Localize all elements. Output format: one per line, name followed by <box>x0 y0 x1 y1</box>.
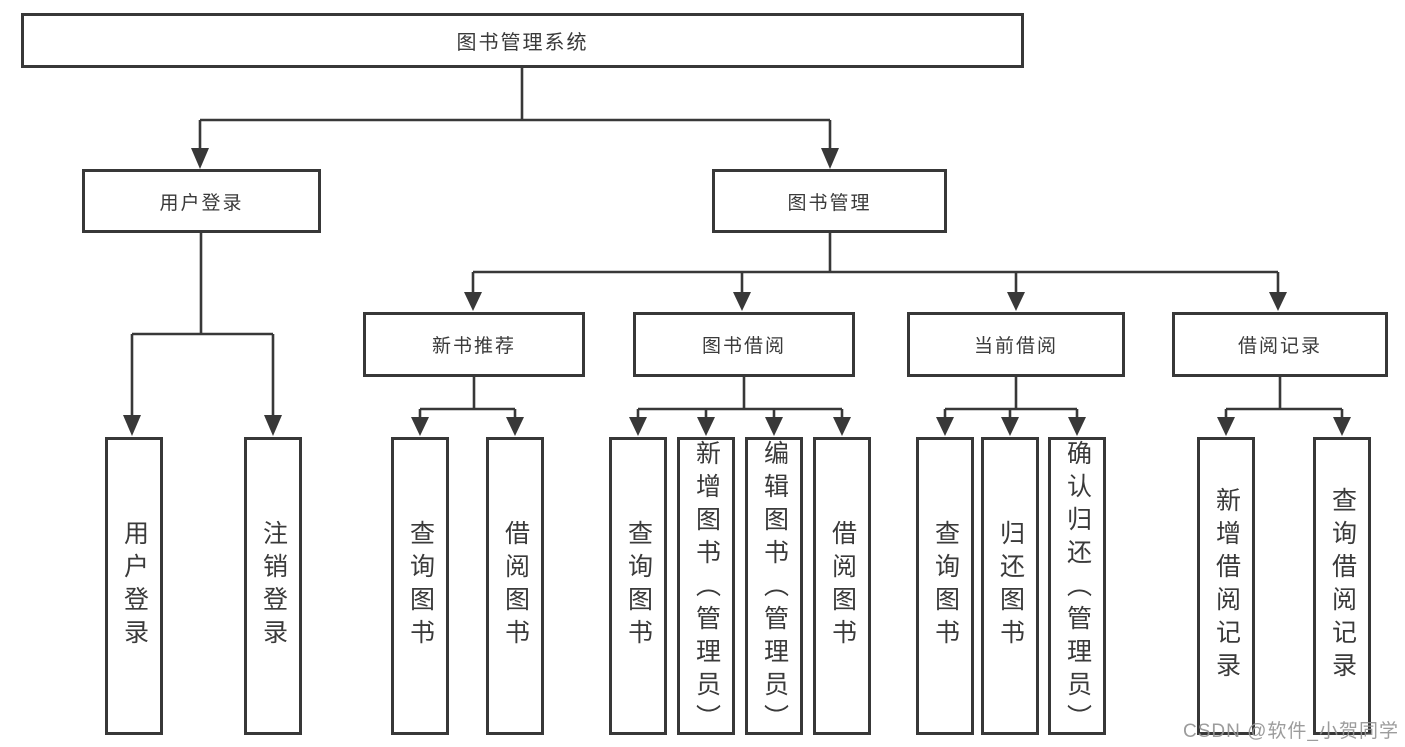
node-new-book-recommend: 新书推荐 <box>363 312 585 377</box>
leaf-query-borrow-record: 查询借阅记录 <box>1313 437 1371 735</box>
leaf-confirm-return-admin: 确认归还（管理员） <box>1048 437 1106 737</box>
leaf-query-books-recommend: 查询图书 <box>391 437 449 735</box>
connector-borrow-records-to-leaves <box>1217 377 1351 436</box>
leaf-user-login: 用户登录 <box>105 437 163 735</box>
leaf-query-books-borrow: 查询图书 <box>609 437 667 735</box>
connector-new-book-to-leaves <box>411 377 524 436</box>
leaf-query-books-current: 查询图书 <box>916 437 974 735</box>
leaf-add-borrow-record: 新增借阅记录 <box>1197 437 1255 735</box>
node-book-management: 图书管理 <box>712 169 947 233</box>
csdn-watermark: CSDN @软件_小贺同学 <box>1183 721 1399 742</box>
leaf-add-books-admin: 新增图书（管理员） <box>677 437 735 737</box>
node-current-borrowing: 当前借阅 <box>907 312 1125 377</box>
leaf-borrow-books-recommend: 借阅图书 <box>486 437 544 735</box>
node-user-login: 用户登录 <box>82 169 321 233</box>
leaf-logout: 注销登录 <box>244 437 302 735</box>
connector-current-borrow-to-leaves <box>936 377 1086 436</box>
connector-book-borrow-to-leaves <box>629 377 851 436</box>
node-book-borrowing: 图书借阅 <box>633 312 855 377</box>
leaf-edit-books-admin: 编辑图书（管理员） <box>745 437 803 737</box>
node-root-book-management-system: 图书管理系统 <box>21 13 1024 68</box>
leaf-return-books: 归还图书 <box>981 437 1039 735</box>
connector-user-login-to-leaves <box>123 233 282 436</box>
node-borrowing-records: 借阅记录 <box>1172 312 1388 377</box>
connector-root-to-level2 <box>191 68 839 169</box>
connector-book-mgmt-to-level3 <box>464 233 1287 311</box>
leaf-borrow-books: 借阅图书 <box>813 437 871 735</box>
